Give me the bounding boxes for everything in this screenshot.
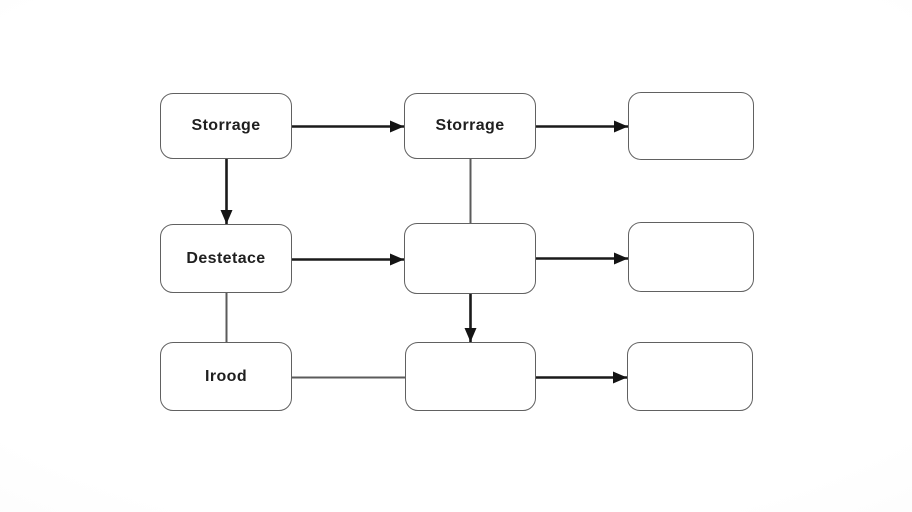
node-label-irood: Irood: [205, 367, 247, 385]
flow-node-empty-middle-center: [404, 223, 536, 294]
flow-node-irood: Irood: [160, 342, 292, 411]
flow-node-destetace: Destetace: [160, 224, 292, 293]
flow-node-storrage-2: Storrage: [404, 93, 536, 159]
node-label-destetace: Destetace: [186, 249, 266, 267]
flow-node-empty-middle-right: [628, 222, 754, 292]
flow-node-empty-top-right: [628, 92, 754, 160]
flow-node-storrage-1: Storrage: [160, 93, 292, 159]
node-label-storrage-2: Storrage: [435, 117, 505, 134]
flow-node-empty-bottom-center: [405, 342, 536, 411]
flow-node-empty-bottom-right: [627, 342, 753, 411]
node-label-storrage-1: Storrage: [191, 117, 261, 134]
